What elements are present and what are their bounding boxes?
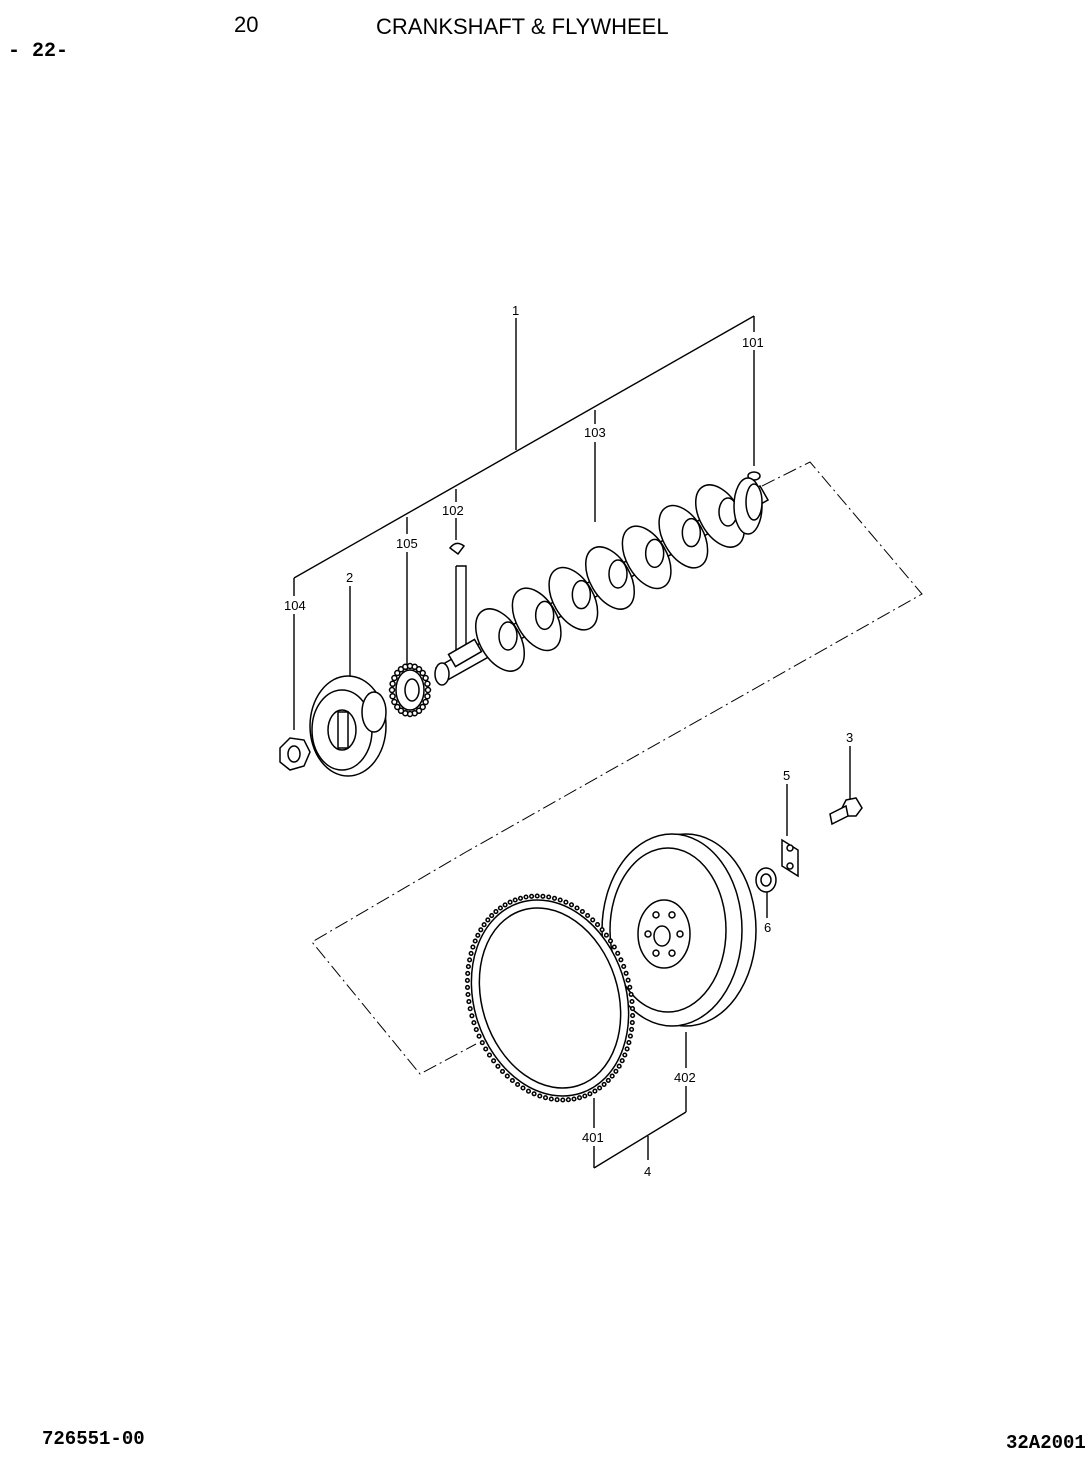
callout-6: 6 xyxy=(764,920,771,935)
page-number: - 22- xyxy=(8,40,69,63)
ring-gear-part xyxy=(464,893,636,1103)
section-title: CRANKSHAFT & FLYWHEEL xyxy=(376,14,669,39)
pulley-part xyxy=(309,675,387,777)
section-number: 20 xyxy=(234,12,259,37)
figure-code: 32A2001 xyxy=(1006,1432,1086,1454)
document-code: 726551-00 xyxy=(42,1428,145,1450)
callout-402: 402 xyxy=(674,1070,696,1085)
callout-401: 401 xyxy=(582,1130,604,1145)
bolt-part xyxy=(829,797,863,826)
callout-5: 5 xyxy=(783,768,790,783)
callout-102: 102 xyxy=(442,503,464,518)
callout-103: 103 xyxy=(584,425,606,440)
nut-part xyxy=(279,737,311,771)
lock-plate-part xyxy=(781,838,799,878)
callout-2: 2 xyxy=(346,570,353,585)
callout-labels: 1 101 103 102 105 2 104 3 5 6 402 401 4 xyxy=(284,303,853,1179)
callout-1: 1 xyxy=(512,303,519,318)
callout-105: 105 xyxy=(396,536,418,551)
callout-4: 4 xyxy=(644,1164,651,1179)
bearing-part xyxy=(755,867,777,893)
gear-part xyxy=(388,662,432,718)
leader-lines xyxy=(293,315,851,1169)
callout-101: 101 xyxy=(742,335,764,350)
callout-3: 3 xyxy=(846,730,853,745)
callout-104: 104 xyxy=(284,598,306,613)
key-part xyxy=(448,542,466,556)
flywheel-part xyxy=(601,833,757,1027)
alignment-phantom-lines xyxy=(311,461,923,1075)
crankshaft-part xyxy=(434,477,770,686)
